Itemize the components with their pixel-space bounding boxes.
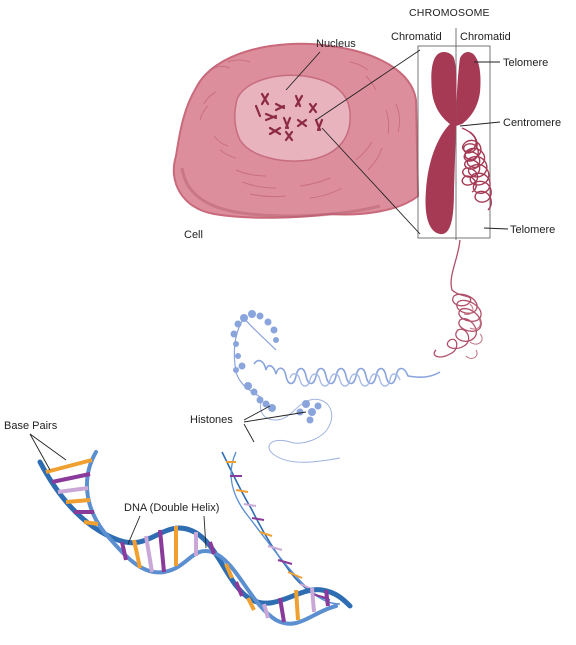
chromosome-title: CHROMOSOME [409,7,490,19]
nucleus-envelope [234,74,351,162]
chromatin-coil-red-2 [463,303,483,359]
zoom-line-lower [321,127,421,235]
linker-dna [260,397,341,463]
chromatid-left-label: Chromatid [391,31,442,43]
cytoplasm-texture [199,59,401,199]
histone-beads [244,382,322,424]
dna-leader-1 [127,515,141,545]
dna-backbone-back [85,450,338,626]
telomere-bottom-leader [483,227,509,230]
telomere-top-label: Telomere [503,57,548,69]
dna-double-helix: Base Pairs DNA (Double Helix) [4,420,353,626]
dna-thin-base-pairs [226,461,327,599]
cell: Cell Nucleus [172,38,420,241]
histones-label: Histones [190,414,233,426]
chromatin-fiber: Histones [190,239,483,463]
base-pairs-leader-1 [29,433,51,471]
nucleosome-beads-top [230,310,279,373]
solenoid-blue [253,359,441,385]
zoom-line-upper [315,49,421,121]
nucleus-chromosomes [254,92,324,142]
chromatin-coil-red [433,239,482,358]
chromatid-left [425,52,457,235]
histones-leader-2 [243,411,307,423]
base-pairs-leader-2 [29,433,67,461]
chromatid-right-label: Chromatid [460,31,511,43]
nucleus-leader [285,51,321,91]
histones-leader-3 [243,423,255,443]
telomere-bottom-label: Telomere [510,224,555,236]
base-pairs-label: Base Pairs [4,420,58,432]
cell-membrane-shadow [180,167,381,218]
nucleus [234,74,351,162]
dna-leader-2 [203,515,207,549]
chromosome-box [417,45,491,239]
chromatid-right-upper [456,52,481,126]
dna-base-pairs [45,458,330,623]
histones-leader-1 [243,405,271,421]
solenoid-blue-2 [289,373,401,387]
chromosome-panel: CHROMOSOME Chromatid Chromatid Telomere … [315,7,561,240]
centromere-leader [459,121,501,127]
dna-thin-strand-b [230,451,341,605]
dna-label: DNA (Double Helix) [124,502,219,514]
chromatin-loop [233,316,277,399]
centromere-label: Centromere [503,117,561,129]
cell-label: Cell [184,229,203,241]
nucleus-label: Nucleus [316,38,356,50]
chromatid-right-coiled [461,127,492,211]
